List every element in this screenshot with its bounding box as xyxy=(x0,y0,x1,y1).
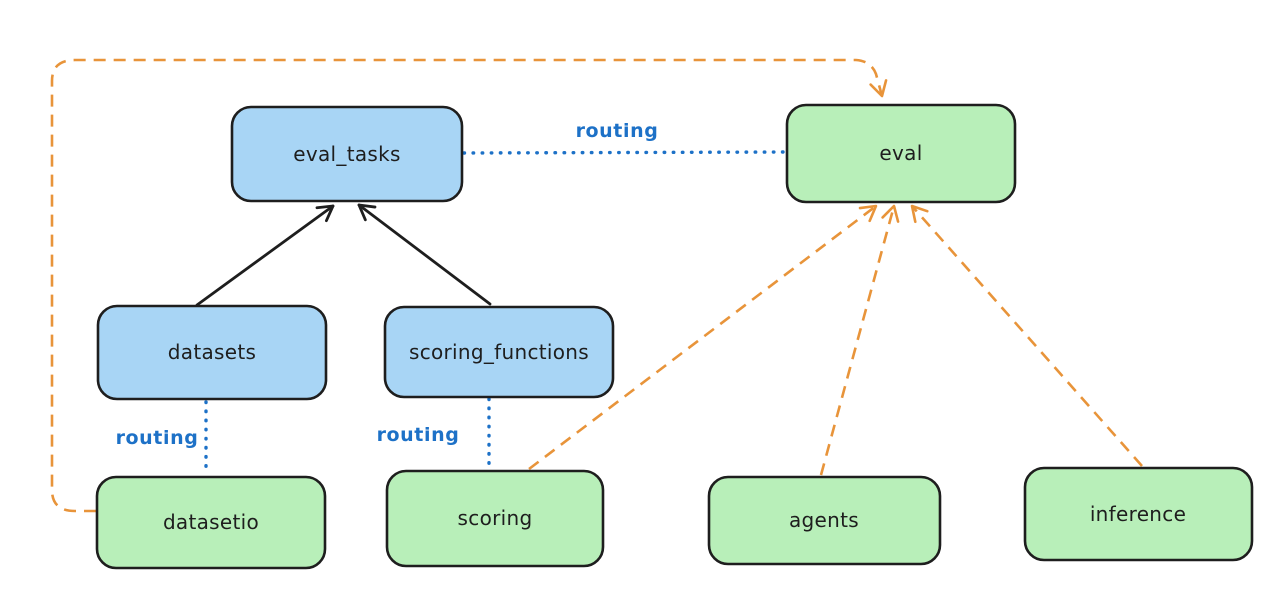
edge-datasets-to-eval-tasks xyxy=(195,204,335,307)
node-datasetio: datasetio xyxy=(95,475,327,570)
node-box-datasetio xyxy=(95,475,327,570)
edge-datasetio-to-eval xyxy=(50,58,888,513)
node-agents: agents xyxy=(707,475,942,566)
node-box-inference xyxy=(1023,466,1254,562)
node-box-eval xyxy=(785,103,1017,204)
node-label-datasetio: datasetio xyxy=(163,510,259,534)
node-box-scoring-functions xyxy=(383,305,615,399)
routing-label-middle: routing xyxy=(377,424,460,446)
node-box-scoring xyxy=(385,469,605,568)
routing-label-top: routing xyxy=(576,120,659,142)
routing-label-left: routing xyxy=(116,427,199,449)
node-label-agents: agents xyxy=(789,508,859,532)
node-box-eval-tasks xyxy=(230,105,464,203)
node-scoring-functions: scoring_functions xyxy=(383,305,615,399)
node-label-datasets: datasets xyxy=(168,340,256,364)
node-box-datasets xyxy=(96,304,328,401)
node-box-agents xyxy=(707,475,942,566)
node-datasets: datasets xyxy=(96,304,328,401)
edge-scoring-functions-to-eval-tasks xyxy=(357,203,492,306)
node-label-eval-tasks: eval_tasks xyxy=(293,142,400,166)
node-label-scoring-functions: scoring_functions xyxy=(409,340,589,364)
node-scoring: scoring xyxy=(385,469,605,568)
node-inference: inference xyxy=(1023,466,1254,562)
edge-eval-tasks-to-eval-routing xyxy=(462,150,787,155)
edge-agents-to-eval xyxy=(819,204,900,476)
node-label-inference: inference xyxy=(1090,502,1186,526)
node-label-eval: eval xyxy=(879,141,922,165)
node-label-scoring: scoring xyxy=(458,506,533,530)
edge-inference-to-eval xyxy=(910,204,1143,467)
node-eval: eval xyxy=(785,103,1017,204)
edge-scoring-to-eval xyxy=(528,204,878,471)
node-eval-tasks: eval_tasks xyxy=(230,105,464,203)
